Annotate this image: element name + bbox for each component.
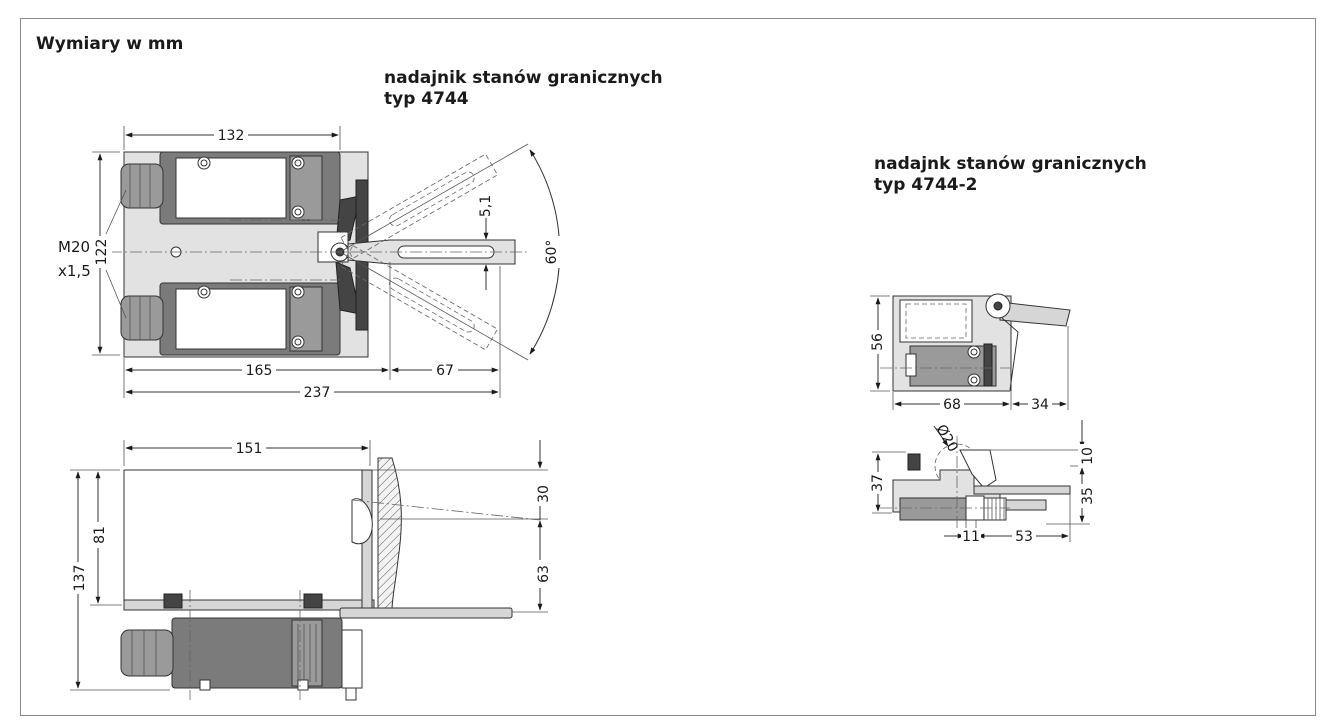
device-b-title: nadajnk stanów granicznych typ 4744-2	[874, 154, 1147, 196]
thread-label-m20: M20	[58, 238, 90, 256]
device-a-top-dimensions: 132 122 M20 x1,5 5,1 60° 165 67 237	[58, 126, 562, 401]
switch-cover-lower	[175, 288, 287, 350]
device-a-top-view	[110, 151, 530, 358]
dim-5-1: 5,1	[478, 195, 494, 217]
b-switch-body	[909, 345, 997, 387]
device-a-side-dimensions: 151 137 81 30 63	[68, 439, 554, 691]
b-spring	[983, 497, 1007, 521]
dim-237: 237	[304, 385, 331, 401]
bolt-right	[303, 593, 323, 609]
thread-label-pitch: x1,5	[58, 262, 91, 280]
cable-gland-upper	[120, 163, 164, 209]
device-b-title-line1: nadajnk stanów granicznych	[874, 154, 1147, 174]
device-b-top-view	[880, 293, 1071, 392]
dim-b-56: 56	[870, 333, 886, 351]
dim-122: 122	[94, 239, 110, 266]
mounting-plate	[123, 599, 375, 611]
yoke-section	[377, 457, 402, 611]
dim-b-34: 34	[1031, 397, 1049, 413]
dim-81: 81	[92, 526, 108, 544]
lever-lower	[335, 261, 361, 315]
b-switch-side	[899, 497, 967, 521]
switch-head-side	[291, 619, 323, 687]
dim-60-deg: 60°	[544, 240, 560, 265]
b-arm-side	[973, 485, 1071, 495]
device-b-top-dimensions: 56 68 34	[866, 295, 1069, 413]
device-a-title-line2: typ 4744	[384, 89, 469, 109]
bolt-left	[163, 593, 183, 609]
cable-gland-lower	[120, 295, 164, 341]
dim-165: 165	[246, 363, 273, 379]
dim-b-10: 10	[1080, 447, 1096, 465]
screw-heads	[170, 156, 305, 349]
dim-67: 67	[436, 363, 454, 379]
stem-clamp	[351, 498, 373, 545]
lever-housing-side	[341, 629, 363, 689]
device-a-side-view	[120, 457, 541, 701]
dim-b-11: 11	[962, 529, 980, 545]
b-cover	[899, 299, 973, 343]
dim-63: 63	[536, 565, 552, 583]
device-b-title-line2: typ 4744-2	[874, 175, 978, 195]
dim-b-53: 53	[1015, 529, 1033, 545]
dim-30: 30	[536, 485, 552, 503]
device-a-title: nadajnik stanów granicznych typ 4744	[384, 68, 663, 110]
actuating-arm-side	[339, 607, 513, 619]
b-clamp	[959, 449, 997, 489]
dim-b-37: 37	[870, 474, 886, 492]
dim-b-35: 35	[1080, 487, 1096, 505]
dim-137: 137	[72, 565, 88, 592]
dim-132: 132	[218, 128, 245, 144]
dim-151: 151	[236, 441, 263, 457]
device-b-side-dimensions: Ø20 37 10 35 11 53	[866, 420, 1096, 545]
dimensions-heading: Wymiary w mm	[36, 34, 184, 54]
dim-b-diameter-20: Ø20	[933, 422, 961, 455]
dim-b-68: 68	[943, 397, 961, 413]
device-b-side-view	[880, 436, 1071, 530]
cable-gland-side	[120, 629, 174, 677]
device-a-title-line1: nadajnik stanów granicznych	[384, 68, 663, 88]
switch-cover-upper	[175, 157, 287, 219]
drawing-frame	[20, 18, 1316, 716]
